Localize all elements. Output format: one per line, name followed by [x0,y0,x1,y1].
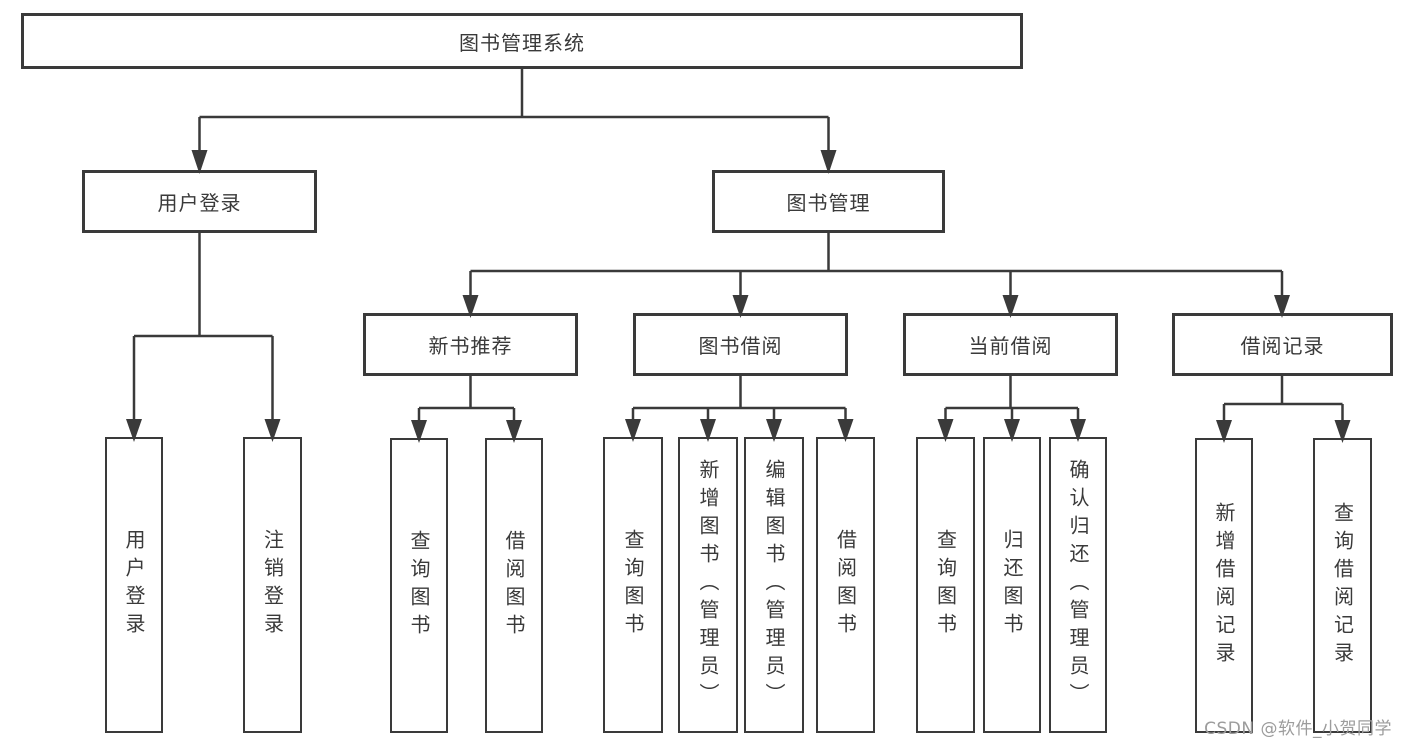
node-label: 用户登录 [157,191,242,215]
leaf-records-query-record: 查询借阅记录 [1313,438,1372,733]
node-label: 图书管理系统 [459,30,585,55]
leaf-label: 查询图书 [621,529,645,641]
leaf-current-query-book: 查询图书 [916,437,975,733]
node-label: 当前借阅 [968,334,1053,358]
node-label: 图书借阅 [698,334,783,358]
watermark: CSDN @软件_小贺同学 [1204,719,1392,739]
leaf-label: 借阅图书 [502,529,526,642]
connector-root [191,69,837,174]
leaf-borrow-add-book: 新增图书（管理员） [678,437,738,733]
leaf-label: 查询图书 [407,529,431,642]
leaf-label: 归还图书 [1000,529,1024,641]
node-borrow-records: 借阅记录 [1172,313,1393,376]
node-current-borrow: 当前借阅 [903,313,1118,376]
node-label: 图书管理 [786,191,871,215]
leaf-label: 查询图书 [933,529,958,641]
leaf-label: 查询借阅记录 [1330,501,1355,670]
node-book-management: 图书管理 [712,170,945,233]
connector-book-borrow [625,376,854,442]
leaf-label: 确认归还（管理员） [1066,459,1090,711]
leaf-logout: 注销登录 [243,437,302,733]
leaf-recommend-borrow-book: 借阅图书 [485,438,543,733]
leaf-records-add-record: 新增借阅记录 [1195,438,1253,733]
connector-user-login [126,233,281,442]
node-user-login: 用户登录 [82,170,317,233]
leaf-label: 新增图书（管理员） [696,459,720,711]
leaf-recommend-query-book: 查询图书 [390,438,448,733]
leaf-borrow-borrow-book: 借阅图书 [816,437,875,733]
leaf-current-return-book: 归还图书 [983,437,1041,733]
connector-borrow-records [1216,376,1351,443]
leaf-label: 新增借阅记录 [1212,501,1236,670]
leaf-label: 借阅图书 [833,529,858,641]
node-root: 图书管理系统 [21,13,1023,69]
connector-current-borrow [937,376,1086,442]
leaf-label: 编辑图书（管理员） [762,459,786,711]
leaf-borrow-edit-book: 编辑图书（管理员） [744,437,804,733]
connector-book-management [462,233,1290,318]
node-book-borrow: 图书借阅 [633,313,848,376]
connector-new-book-recommend [411,376,522,443]
leaf-user-login: 用户登录 [105,437,163,733]
node-label: 借阅记录 [1240,334,1325,358]
leaf-label: 注销登录 [260,529,285,641]
node-new-book-recommend: 新书推荐 [363,313,578,376]
leaf-borrow-query-book: 查询图书 [603,437,663,733]
node-label: 新书推荐 [428,334,513,358]
leaf-label: 用户登录 [122,529,146,641]
leaf-current-confirm-return: 确认归还（管理员） [1049,437,1107,733]
